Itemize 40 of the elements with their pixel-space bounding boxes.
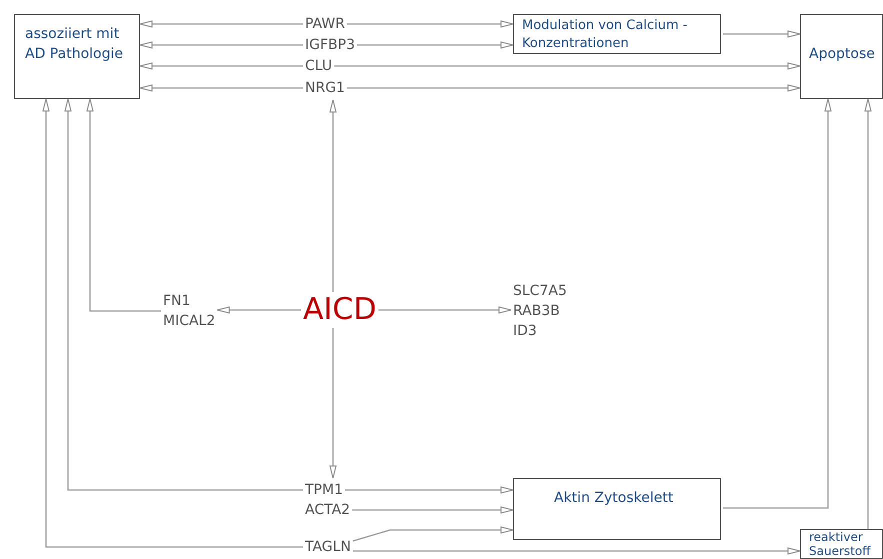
gene-label: SLC7A5 [513, 282, 567, 301]
arrow [723, 98, 832, 509]
gene-label: MICAL2 [163, 312, 216, 331]
gene-label: CLU [305, 56, 332, 76]
arrow [344, 486, 514, 494]
process-box: reaktiver Sauerstoff [800, 529, 883, 559]
arrow [723, 30, 800, 38]
arrow [356, 42, 514, 48]
gene-label: ACTA2 [305, 500, 350, 520]
arrow [330, 100, 336, 292]
gene-label: IGFBP3 [305, 35, 355, 55]
arrow [334, 62, 800, 70]
gene-label: NRG1 [305, 78, 345, 98]
arrow [216, 306, 301, 314]
arrow [346, 84, 800, 92]
gene-label: PAWR [305, 14, 345, 34]
arrow [352, 506, 514, 514]
gene-label: FN1 [163, 292, 192, 311]
gene-label: RAB3B [513, 302, 561, 321]
arrow [64, 98, 303, 491]
arrow [42, 98, 303, 548]
arrow [378, 306, 512, 314]
gene-label: ID3 [513, 322, 538, 341]
arrow [352, 548, 800, 554]
central-label: AICD [303, 292, 376, 328]
process-box: assoziiert mit AD Pathologie [14, 14, 140, 99]
arrow [140, 20, 303, 28]
arrow [86, 98, 161, 312]
arrow [140, 42, 303, 48]
arrow [864, 98, 872, 529]
gene-label: TAGLN [305, 537, 351, 557]
arrow [140, 84, 303, 92]
arrow [346, 20, 514, 28]
process-box: Apoptose [800, 14, 883, 99]
process-box: Aktin Zytoskelett [513, 478, 721, 540]
process-box: Modulation von Calcium - Konzentrationen [513, 14, 721, 54]
gene-label: TPM1 [305, 480, 343, 500]
arrow [352, 526, 514, 542]
arrow [330, 328, 336, 478]
arrow [140, 62, 303, 70]
